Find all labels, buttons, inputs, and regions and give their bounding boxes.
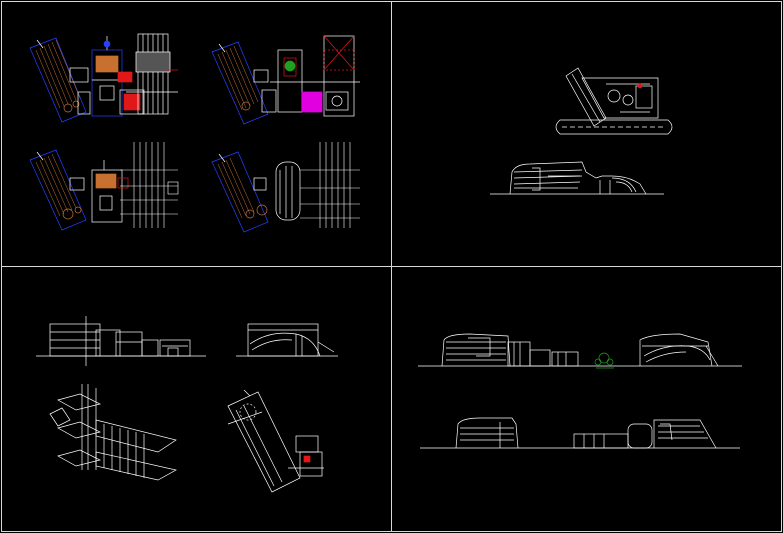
elevation-south [420, 417, 740, 449]
floor-plan-1 [29, 33, 178, 123]
site-plan [555, 67, 673, 135]
site-elevation [490, 161, 664, 195]
floor-plan-3 [29, 142, 179, 231]
tree-symbol [594, 352, 614, 369]
floor-plan-4 [211, 142, 360, 233]
viewport-site-plan[interactable] [490, 67, 673, 195]
viewport-elevations[interactable] [418, 333, 742, 449]
elevation-north [418, 333, 742, 367]
viewport-sections-axonometric[interactable] [36, 316, 338, 493]
axonometric-frame [49, 384, 177, 481]
viewport-floor-plans[interactable] [29, 33, 360, 233]
angled-floor-plan [227, 389, 324, 493]
building-section-right [236, 323, 338, 357]
building-section-left [36, 316, 206, 366]
floor-plan-2 [211, 35, 360, 125]
